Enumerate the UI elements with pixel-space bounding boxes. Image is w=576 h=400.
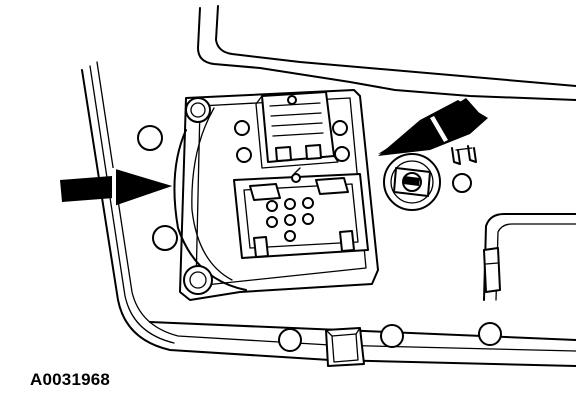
retaining-clip — [451, 145, 477, 165]
left-arrow-icon — [60, 168, 172, 206]
trim-panel — [81, 5, 576, 367]
panel-clip — [325, 327, 365, 367]
side-bracket — [483, 213, 576, 301]
figure-id-label: A0031968 — [30, 370, 111, 389]
connector-socket — [233, 167, 369, 259]
housing-holes — [234, 95, 350, 163]
right-arrow-icon — [378, 98, 488, 156]
panel-holes — [137, 125, 502, 352]
top-latch — [255, 91, 339, 169]
bulb-socket — [383, 153, 441, 211]
